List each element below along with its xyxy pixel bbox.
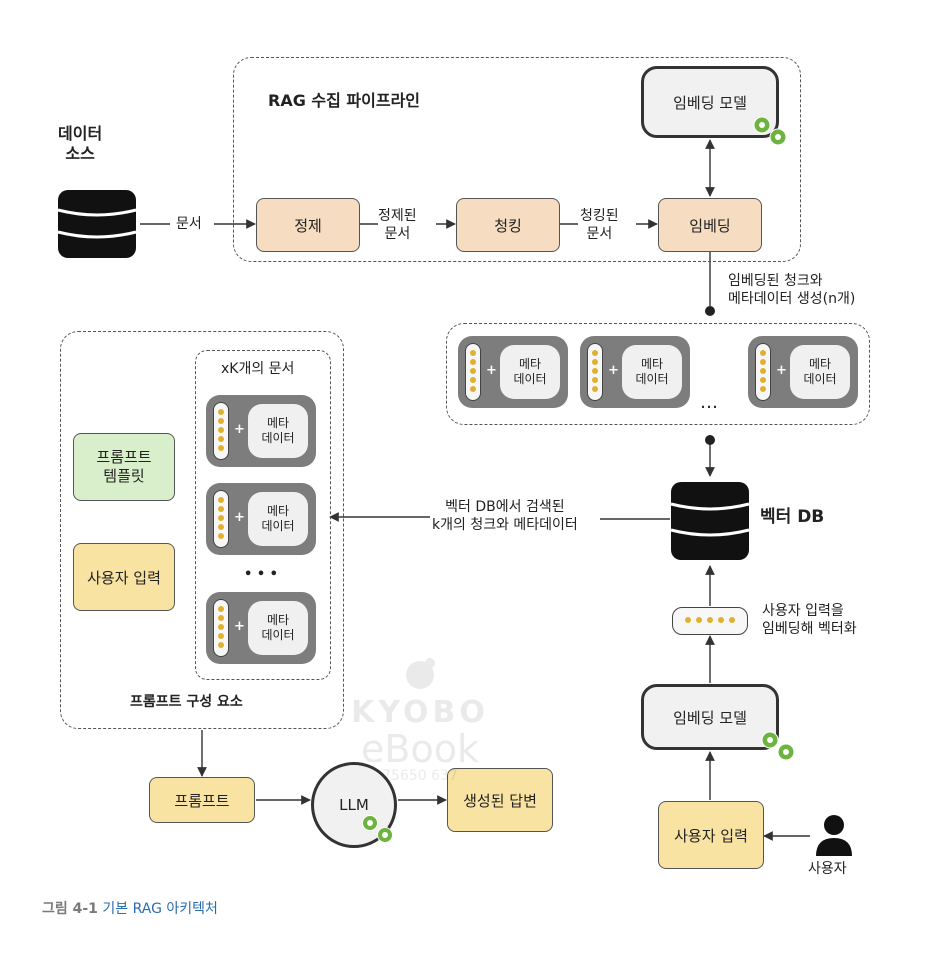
metadata-label: 메타 데이터 [248,492,308,546]
query-user-input-box: 사용자 입력 [658,801,764,869]
retrieved-docs-title: xK개의 문서 [221,361,295,377]
metadata-label: 메타 데이터 [248,601,308,655]
embedded-chunk-card-1: + 메타 데이터 [458,336,568,408]
retrieved-docs-group [195,350,331,680]
vector-database-icon [670,482,750,560]
embedded-output-label: 임베딩된 청크와 메타데이터 생성(n개) [728,273,856,307]
pipeline-title: RAG 수집 파이프라인 [268,91,421,110]
metadata-label: 메타 데이터 [790,345,850,399]
prompt-user-input-box: 사용자 입력 [73,543,175,611]
query-embed-label: 사용자 입력을 임베딩해 벡터화 [762,603,857,637]
embedding-model-label: 임베딩 모델 [673,93,747,112]
watermark-logo: KYOBO eBook 75650 637 [350,655,490,784]
prompt-components-title: 프롬프트 구성 요소 [130,694,243,710]
bird-icon [406,658,435,689]
caption-text: 기본 RAG 아키텍처 [102,901,218,917]
embedding-box: 임베딩 [658,198,762,252]
chunked-docs-label: 청킹된 문서 [580,208,619,242]
refine-box: 정제 [256,198,360,252]
gear-icon [753,116,787,146]
figure-caption: 그림 4-1 기본 RAG 아키텍처 [42,898,218,918]
query-vector-pill [672,607,748,635]
chunking-box: 청킹 [456,198,560,252]
prompt-box: 프롬프트 [149,777,255,823]
ingestion-pipeline-group [233,57,801,262]
vector-db-label: 벡터 DB [760,507,825,527]
watermark-sub: eBook [361,727,479,771]
data-source-label: 데이터 소스 [58,124,103,163]
user-icon [816,815,852,856]
documents-label: 문서 [176,216,202,232]
embedding-model-box: 임베딩 모델 [641,66,779,138]
prompt-components-group [60,331,344,729]
embedded-chunks-group [446,323,870,425]
prompt-template-box: 프롬프트 템플릿 [73,433,175,501]
refined-docs-label: 정제된 문서 [378,208,417,242]
gear-icon [362,815,393,843]
watermark-code: 75650 637 [382,768,458,784]
caption-number: 그림 4-1 [42,901,98,917]
docs-ellipsis: • • • [244,567,278,582]
retrieved-doc-card-k: + 메타 데이터 [206,592,316,664]
query-embedding-model-box: 임베딩 모델 [641,684,779,750]
embedded-chunk-card-n: + 메타 데이터 [748,336,858,408]
retrieved-doc-card-2: + 메타 데이터 [206,483,316,555]
query-embedding-model-label: 임베딩 모델 [673,708,747,727]
metadata-label: 메타 데이터 [248,404,308,458]
retrieved-chunks-label: 벡터 DB에서 검색된 k개의 청크와 메타데이터 [432,499,578,533]
metadata-label: 메타 데이터 [622,345,682,399]
embedded-chunk-card-2: + 메타 데이터 [580,336,690,408]
gear-icon [761,731,795,761]
cards-ellipsis: … [700,392,718,413]
metadata-label: 메타 데이터 [500,345,560,399]
data-source-database-icon [57,190,137,258]
retrieved-doc-card-1: + 메타 데이터 [206,395,316,467]
llm-label: LLM [339,796,369,814]
watermark-brand: KYOBO [351,695,489,730]
user-label: 사용자 [808,861,847,877]
generated-answer-box: 생성된 답변 [447,768,553,832]
